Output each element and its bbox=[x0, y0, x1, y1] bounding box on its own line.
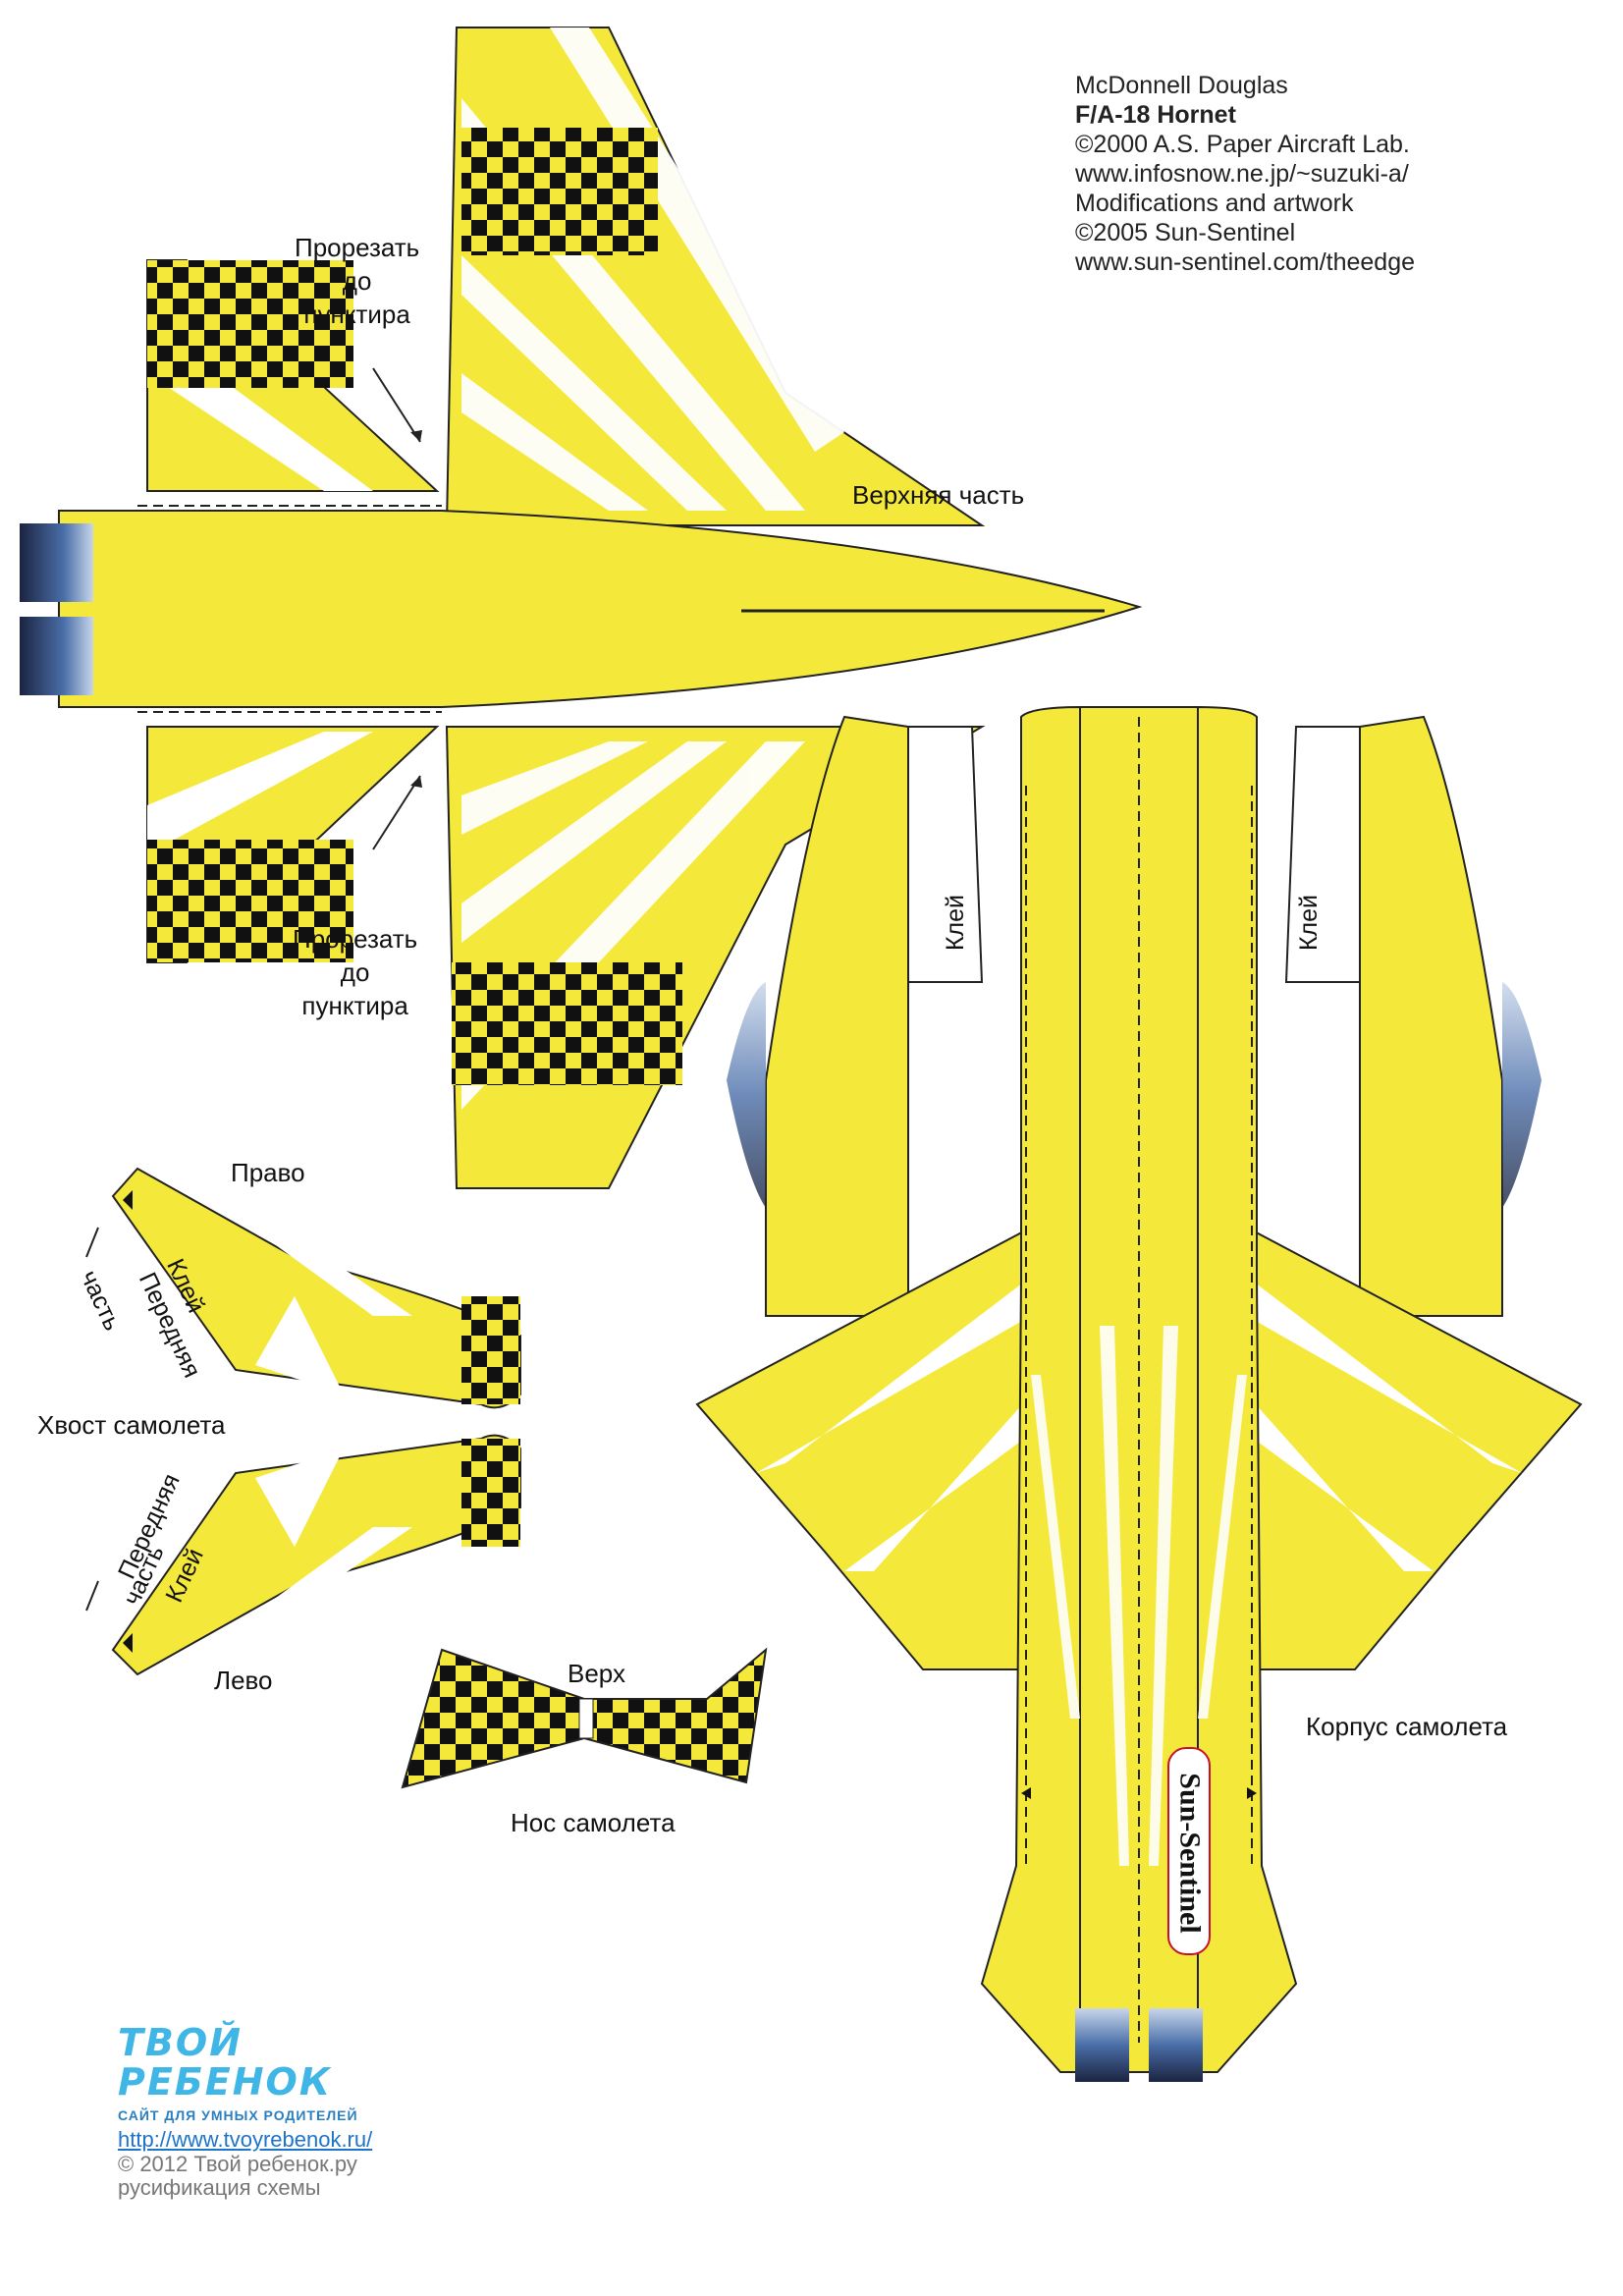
tvoyrebenok-logo: ТВОЙ РЕБЕНОК САЙТ ДЛЯ УМНЫХ РОДИТЕЛЕЙ ht… bbox=[118, 2023, 452, 2200]
cut-text: пунктира bbox=[303, 299, 410, 329]
logo-tagline: САЙТ ДЛЯ УМНЫХ РОДИТЕЛЕЙ bbox=[118, 2107, 358, 2123]
tail-left-piece bbox=[111, 1434, 521, 1676]
credits-block: McDonnell Douglas F/A-18 Hornet ©2000 A.… bbox=[1075, 71, 1415, 277]
cut-instruction-bottom: Прорезать до пунктира bbox=[293, 923, 417, 1022]
credits-title: F/A-18 Hornet bbox=[1075, 101, 1236, 129]
credits-line: ©2000 A.S. Paper Aircraft Lab. bbox=[1075, 131, 1410, 158]
nose-piece bbox=[401, 1647, 768, 1789]
nose-label: Нос самолета bbox=[511, 1808, 676, 1837]
cut-text: Прорезать bbox=[293, 924, 418, 954]
credits-line: www.infosnow.ne.jp/~suzuki-a/ bbox=[1075, 160, 1409, 188]
credits-line: www.sun-sentinel.com/theedge bbox=[1075, 248, 1416, 276]
credits-line: ©2005 Sun-Sentinel bbox=[1075, 219, 1296, 246]
cut-text: до bbox=[340, 957, 370, 987]
left-label: Лево bbox=[214, 1666, 273, 1695]
top-label: Верх bbox=[568, 1659, 625, 1688]
tail-right-piece bbox=[111, 1167, 521, 1409]
sun-sentinel-badge bbox=[1167, 1747, 1211, 1955]
top-part-piece bbox=[20, 27, 1143, 1189]
glue-label-right: Клей bbox=[1295, 894, 1324, 952]
cut-text: до bbox=[342, 265, 372, 296]
cut-instruction-top: Прорезать до пунктира bbox=[295, 232, 419, 331]
cut-text: Прорезать bbox=[295, 233, 420, 262]
logo-brand-line2: РЕБЕНОК bbox=[118, 2060, 332, 2104]
top-part-label: Верхняя часть bbox=[852, 480, 1025, 510]
credits-line: Modifications and artwork bbox=[1075, 190, 1354, 217]
fuselage-label: Корпус самолета bbox=[1306, 1712, 1508, 1741]
logo-url-link[interactable]: http://www.tvoyrebenok.ru/ bbox=[118, 2127, 373, 2152]
fuselage-piece bbox=[695, 705, 1583, 2082]
right-label: Право bbox=[231, 1158, 305, 1187]
tail-label: Хвост самолета bbox=[37, 1410, 226, 1440]
credits-line: McDonnell Douglas bbox=[1075, 72, 1288, 99]
sun-sentinel-text: Sun-Sentinel bbox=[1173, 1773, 1207, 1934]
cut-text: пунктира bbox=[301, 990, 408, 1020]
glue-label-left: Клей bbox=[942, 894, 970, 952]
logo-brand-line1: ТВОЙ bbox=[118, 2021, 243, 2064]
logo-russification: русификация схемы bbox=[118, 2175, 321, 2200]
logo-copyright: © 2012 Твой ребенок.ру bbox=[118, 2152, 357, 2176]
